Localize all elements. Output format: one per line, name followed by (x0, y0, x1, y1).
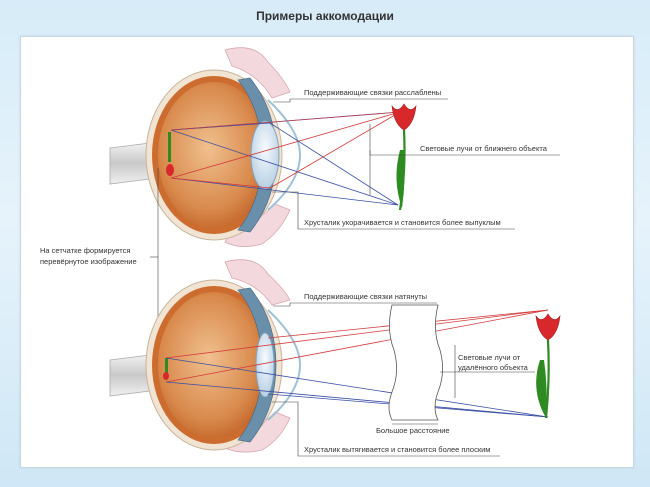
retinal-image-bloom (166, 164, 174, 176)
label-retina-line2: перевёрнутое изображение (40, 257, 137, 266)
label-ligaments-relaxed: Поддерживающие связки расслаблены (304, 88, 442, 97)
label-retina-line1: На сетчатке формируется (40, 246, 131, 255)
lens-thick (250, 120, 280, 190)
tulip-far-leaf (536, 360, 547, 418)
label-rays-near: Световые лучи от ближнего объекта (420, 144, 547, 153)
retinal-image-stem-2 (165, 358, 168, 374)
tulip-near-stem (398, 129, 406, 211)
page-title: Примеры аккомодации (256, 9, 394, 23)
bottom-callouts (272, 302, 535, 457)
label-lens-flatter: Хрусталик вытягивается и становится боле… (304, 445, 491, 454)
tulip-far-stem (544, 339, 550, 419)
retinal-image-stem (168, 132, 171, 162)
cornea-2 (267, 309, 302, 421)
rays-near (170, 111, 401, 206)
label-big-distance: Большое расстояние (376, 426, 450, 435)
tulip-near (391, 103, 417, 211)
tulip-near-bloom (391, 103, 417, 131)
vitreous-body-2 (158, 292, 270, 438)
eyelid-upper-2 (224, 259, 291, 306)
eye-far (109, 259, 302, 453)
eye-near (109, 47, 302, 247)
lens-flat (255, 332, 275, 398)
label-rays-far-1: Световые лучи от (458, 353, 521, 362)
diagram-panel (20, 36, 634, 468)
top-callouts (272, 98, 560, 230)
label-rays-far-2: удалённого объекта (458, 363, 528, 372)
distance-break (388, 304, 443, 421)
retinal-image-bloom-2 (163, 372, 169, 380)
vitreous-body (158, 82, 270, 228)
label-ligaments-tight: Поддерживающие связки натянуты (304, 292, 428, 301)
eyelid-upper (224, 47, 291, 99)
tulip-far-bloom (535, 313, 561, 341)
cornea (267, 99, 302, 211)
label-lens-thicker: Хрусталик укорачивается и становится бол… (304, 218, 501, 227)
tulip-far (535, 313, 561, 419)
